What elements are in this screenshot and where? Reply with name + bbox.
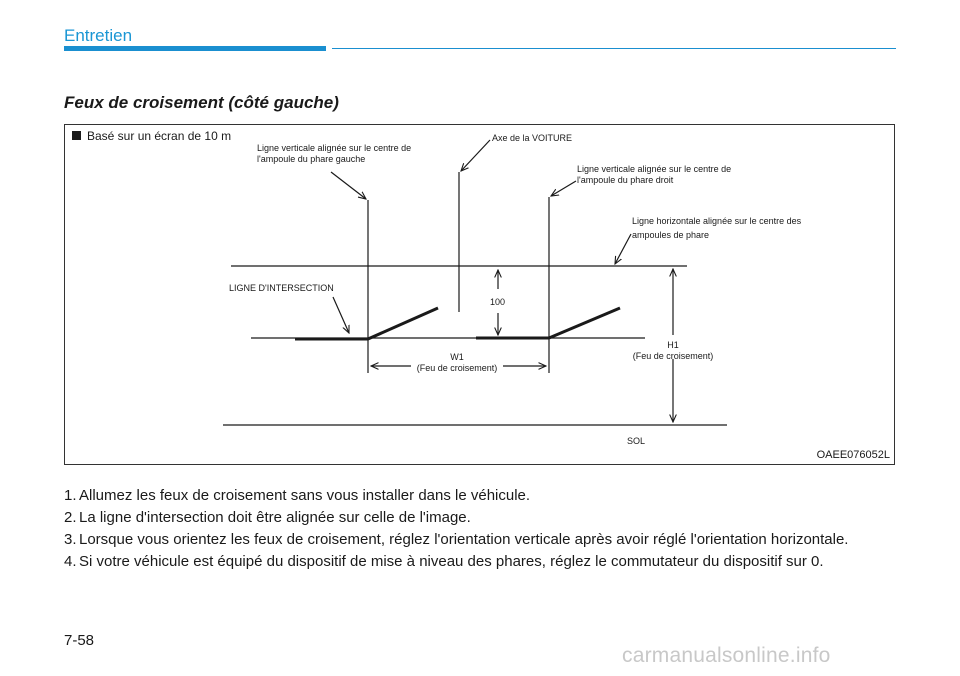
list-item: 3.Lorsque vous orientez les feux de croi… xyxy=(64,530,895,549)
screen-note-text: Basé sur un écran de 10 m xyxy=(87,129,232,143)
step-text: Lorsque vous orientez les feux de croise… xyxy=(79,531,849,548)
label-h1-line1: H1 xyxy=(667,340,679,350)
list-item: 4.Si votre véhicule est équipé du dispos… xyxy=(64,552,895,571)
step-text: Allumez les feux de croisement sans vous… xyxy=(79,487,531,504)
label-horizontal-line2: ampoules de phare xyxy=(632,230,710,240)
label-horizontal: Ligne horizontale alignée sur le centre … xyxy=(632,216,801,241)
list-item: 1.Allumez les feux de croisement sans vo… xyxy=(64,486,895,505)
step-text: La ligne d'intersection doit être aligné… xyxy=(79,509,471,526)
label-h1-line2: (Feu de croisement) xyxy=(632,351,714,361)
screen-note: Basé sur un écran de 10 m xyxy=(72,129,231,143)
label-right-vertical: Ligne verticale alignée sur le centre de… xyxy=(577,164,731,186)
square-bullet-icon xyxy=(72,131,81,140)
left-vertical-leader xyxy=(330,171,366,199)
label-right-vertical-line2: l'ampoule du phare droit xyxy=(577,175,674,185)
horizontal-leader xyxy=(615,233,632,264)
label-ground: SOL xyxy=(627,436,646,446)
step-number: 2. xyxy=(64,509,77,526)
label-w1-line1: W1 xyxy=(450,352,464,362)
subtitle: Feux de croisement (côté gauche) xyxy=(64,93,339,112)
instruction-list: 1.Allumez les feux de croisement sans vo… xyxy=(64,486,895,574)
step-number: 4. xyxy=(64,553,77,570)
step-text: Si votre véhicule est équipé du disposit… xyxy=(79,553,824,570)
label-left-vertical-line2: l'ampoule du phare gauche xyxy=(257,154,366,164)
label-h1: H1 (Feu de croisement) xyxy=(621,340,725,362)
watermark: carmanualsonline.info xyxy=(622,644,831,667)
label-horizontal-line1: Ligne horizontale alignée sur le centre … xyxy=(632,216,802,226)
intersection-leader xyxy=(332,296,350,333)
right-cutoff-slope xyxy=(548,306,621,340)
section-title: Entretien xyxy=(64,26,133,45)
label-right-vertical-line1: Ligne verticale alignée sur le centre de xyxy=(577,164,732,174)
step-number: 3. xyxy=(64,531,77,548)
label-left-vertical-line1: Ligne verticale alignée sur le centre de xyxy=(257,143,412,153)
left-cutoff-slope xyxy=(367,306,439,341)
list-item: 2.La ligne d'intersection doit être alig… xyxy=(64,508,895,527)
label-offset: 100 xyxy=(490,297,506,307)
diagram-drawing xyxy=(223,139,727,426)
label-vehicle-axis: Axe de la VOITURE xyxy=(492,133,573,143)
figure-code: OAEE076052L xyxy=(816,449,890,461)
headlamp-diagram: Basé sur un écran de 10 m Ligne vertical… xyxy=(64,124,895,465)
label-w1-line2: (Feu de croisement) xyxy=(416,363,498,373)
label-left-vertical: Ligne verticale alignée sur le centre de… xyxy=(257,143,411,165)
section-rule-thick xyxy=(64,46,326,51)
label-intersection: LIGNE D'INTERSECTION xyxy=(229,283,334,293)
label-w1: W1 (Feu de croisement) xyxy=(405,352,509,374)
step-number: 1. xyxy=(64,487,77,504)
page-number: 7-58 xyxy=(64,632,95,649)
axis-leader xyxy=(461,139,491,171)
right-vertical-leader xyxy=(551,180,577,196)
section-rule-thin xyxy=(332,48,896,49)
